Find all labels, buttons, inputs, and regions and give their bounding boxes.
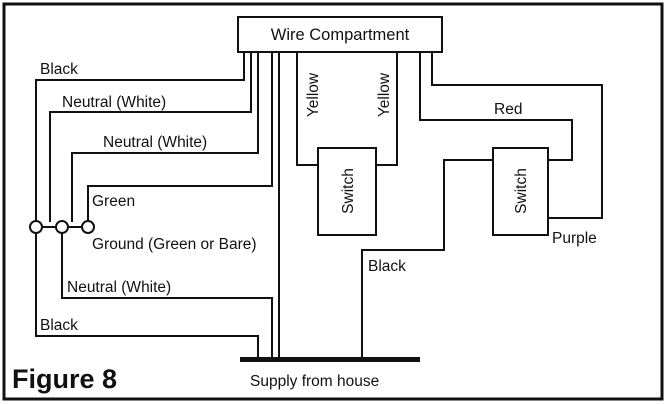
- wire-compartment-box: [237, 16, 443, 53]
- label-black-switch: Black: [368, 258, 406, 275]
- label-yellow-right: Yellow: [376, 72, 393, 117]
- wire-neutral-1: [49, 52, 252, 222]
- label-neutral-1: Neutral (White): [62, 94, 166, 111]
- switch-right-box: [492, 147, 549, 236]
- terminal-circle: [55, 220, 69, 234]
- switch-left-label: Switch: [340, 168, 357, 214]
- figure-label: Figure 8: [12, 364, 117, 394]
- switch-right-label: Switch: [513, 168, 530, 214]
- terminal-circle: [81, 220, 95, 234]
- label-red: Red: [494, 101, 522, 118]
- terminal-circle: [29, 220, 43, 234]
- wire-black-bottom: [35, 233, 259, 360]
- switch-left-box: [317, 147, 377, 236]
- supply-bar: [240, 357, 420, 362]
- label-yellow-left: Yellow: [305, 72, 322, 117]
- label-black-top: Black: [40, 61, 78, 78]
- wire-black-switch: [361, 159, 493, 360]
- label-green: Green: [92, 193, 135, 210]
- label-neutral-2: Neutral (White): [103, 134, 207, 151]
- wire-green: [87, 52, 273, 222]
- wire-compartment-label: Wire Compartment: [271, 26, 410, 44]
- label-ground: Ground (Green or Bare): [92, 236, 257, 253]
- supply-label: Supply from house: [250, 373, 379, 390]
- label-purple: Purple: [552, 230, 597, 247]
- wire-neutral-2: [71, 52, 259, 222]
- wire-purple: [431, 52, 603, 219]
- wire-black-top: [35, 52, 245, 222]
- label-black-bottom: Black: [40, 317, 78, 334]
- label-neutral-bottom: Neutral (White): [67, 279, 171, 296]
- wire-yellow-right: [376, 52, 398, 166]
- wire-neutral-bottom: [61, 233, 273, 360]
- wire-red: [419, 52, 573, 161]
- wire-yellow-left: [296, 52, 318, 166]
